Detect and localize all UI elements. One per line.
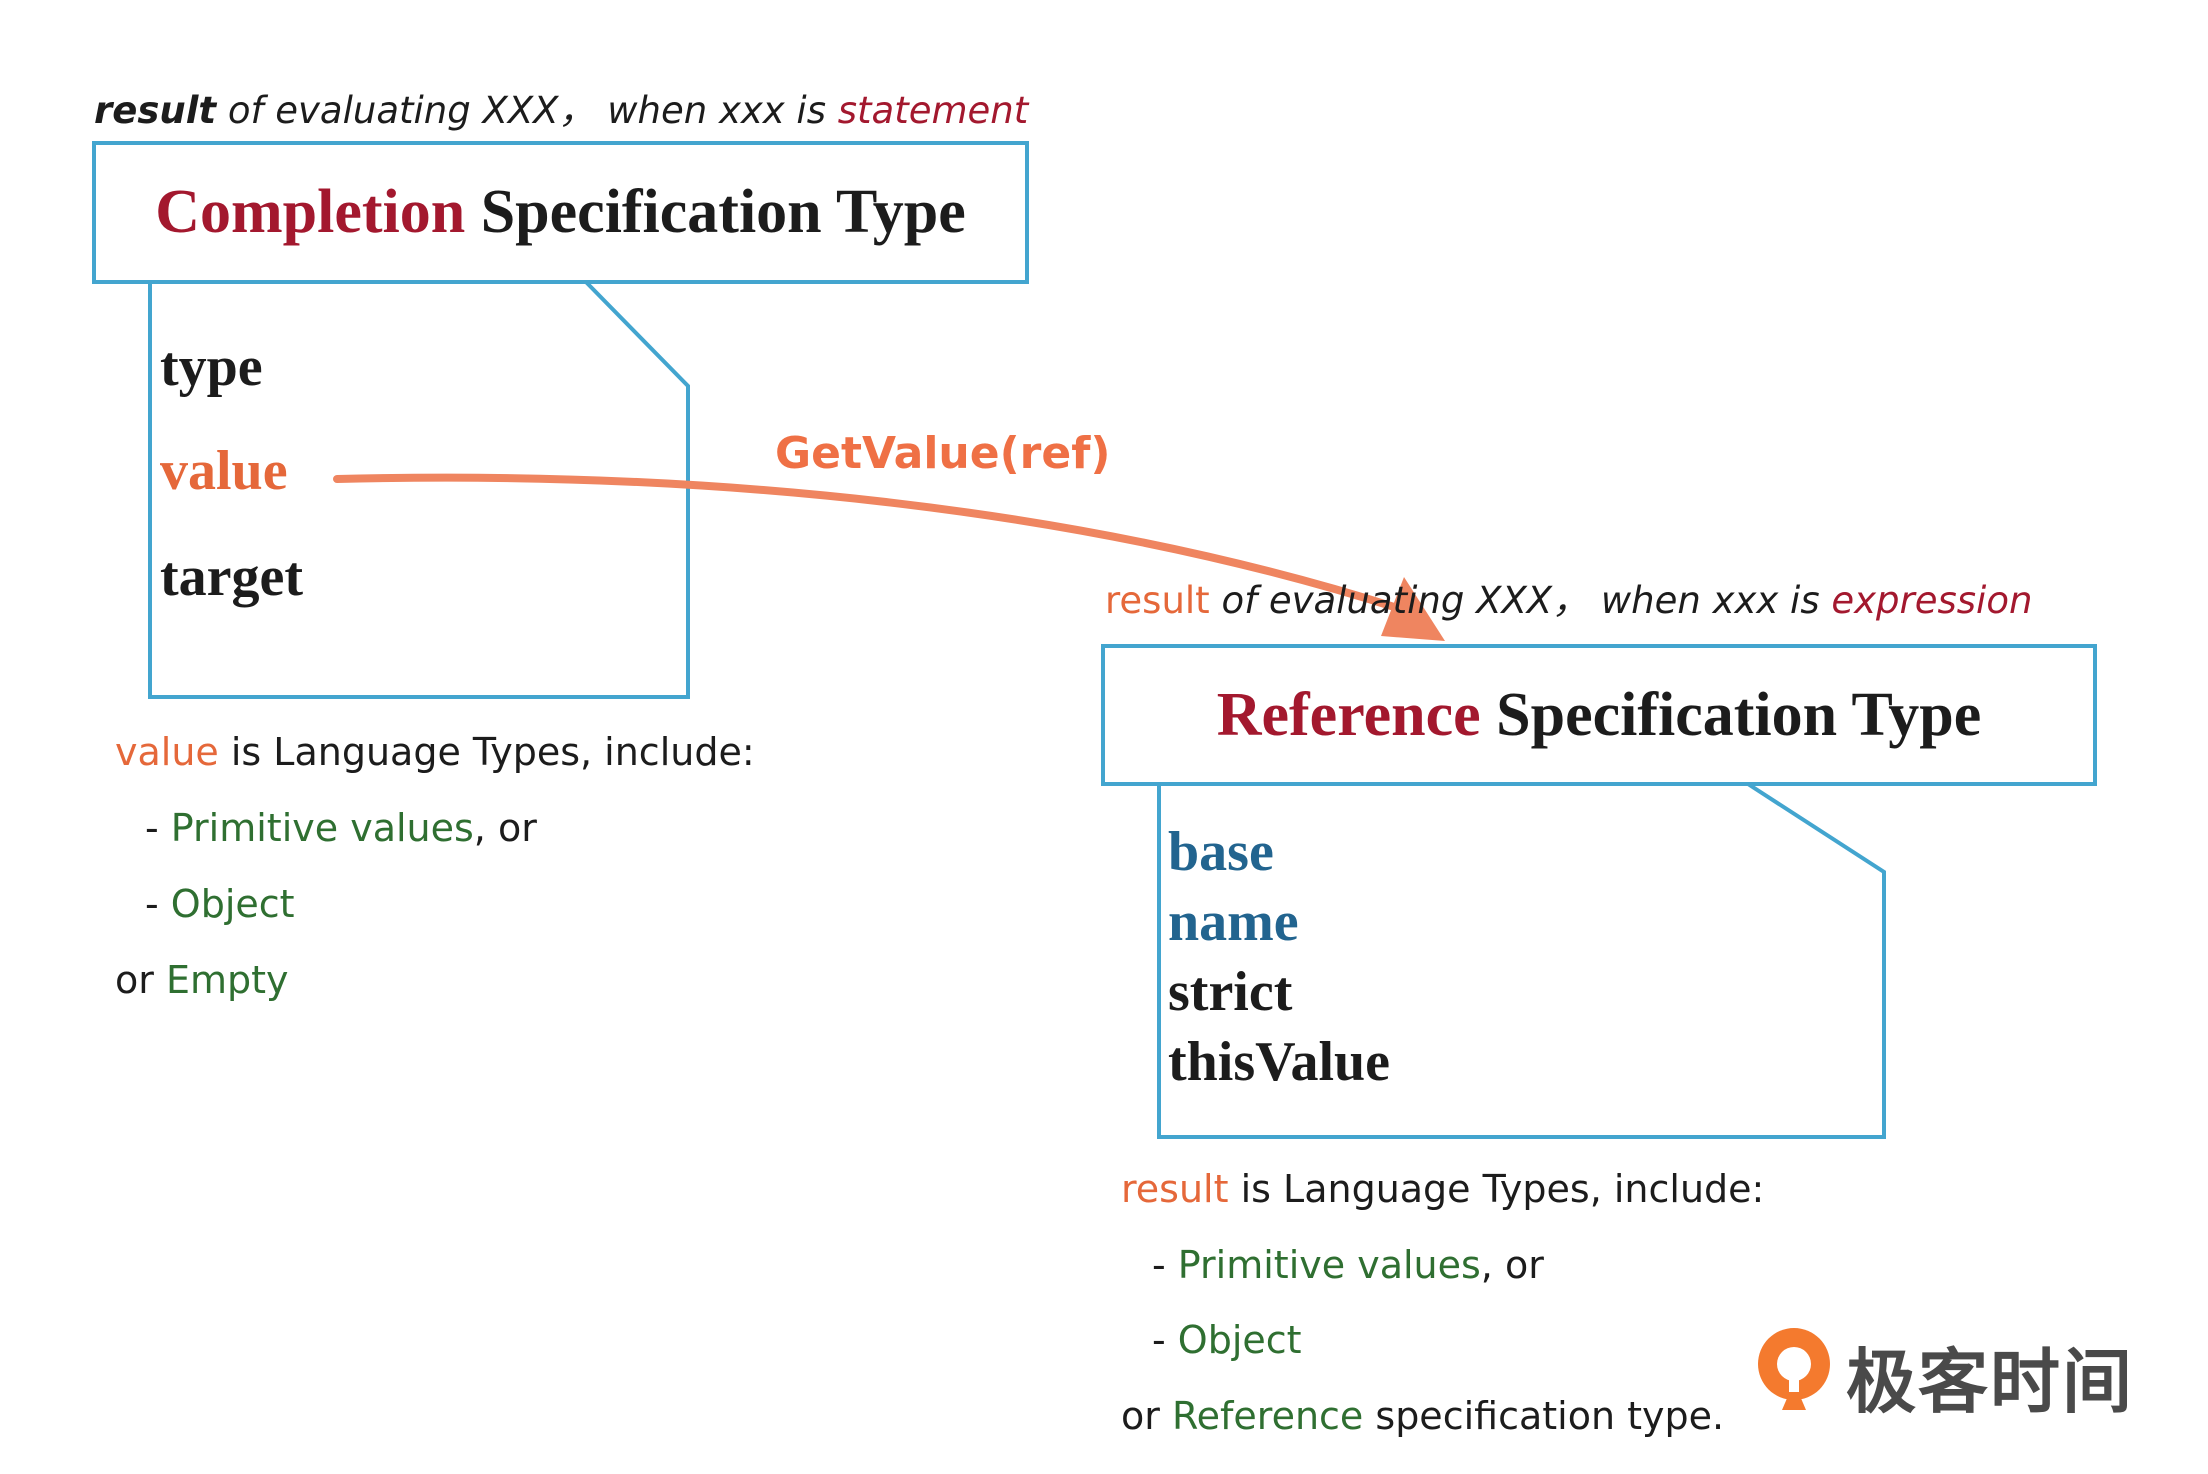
reference-title-rest: Specification Type: [1480, 680, 1982, 749]
caption-result-word: result: [94, 89, 217, 132]
reference-caption: result of evaluating XXX， when xxx is ex…: [1105, 570, 2032, 624]
completion-note-line3: - Object: [145, 882, 295, 926]
note-result-word: result: [1121, 1167, 1229, 1211]
reference-title-highlight: Reference: [1216, 680, 1481, 749]
field-thisvalue: thisValue: [1168, 1031, 1391, 1093]
completion-note-line4: or Empty: [115, 958, 289, 1002]
caption-expression-word: expression: [1831, 579, 2033, 622]
field-base: base: [1168, 821, 1274, 883]
reference-note-line2: - Primitive values, or: [1152, 1243, 1544, 1287]
field-target: target: [160, 546, 304, 608]
completion-title-rest: Specification Type: [465, 178, 966, 246]
field-type: type: [160, 336, 263, 398]
caption-middle: of evaluating XXX， when xxx is: [216, 89, 838, 132]
getvalue-arrow-line: [333, 473, 1414, 616]
caption-statement-word: statement: [837, 89, 1029, 132]
field-value: value: [160, 440, 288, 502]
getvalue-label: GetValue(ref): [775, 428, 1111, 479]
caption-middle: of evaluating XXX， when xxx is: [1209, 579, 1832, 622]
geektime-logo-icon: [1752, 1322, 1836, 1414]
reference-note-line3: - Object: [1152, 1318, 1302, 1362]
reference-note-line1: result is Language Types, include:: [1121, 1167, 1765, 1211]
field-name: name: [1168, 891, 1299, 953]
geektime-logo-text: 极客时间: [1846, 1341, 2134, 1423]
completion-note-line1: value is Language Types, include:: [115, 730, 755, 774]
getvalue-arrowhead: [1381, 577, 1445, 641]
reference-title-box: Reference Specification Type: [1101, 644, 2097, 786]
caption-result-word-orange: result: [1105, 579, 1210, 622]
note-value-word: value: [115, 730, 219, 774]
completion-note-line2: - Primitive values, or: [145, 806, 537, 850]
completion-title-highlight: Completion: [155, 178, 466, 246]
completion-title-box: Completion Specification Type: [92, 141, 1029, 284]
field-strict: strict: [1168, 961, 1293, 1023]
reference-note-line4: or Reference specification type.: [1121, 1394, 1725, 1438]
completion-caption: result of evaluating XXX， when xxx is st…: [94, 80, 1028, 134]
